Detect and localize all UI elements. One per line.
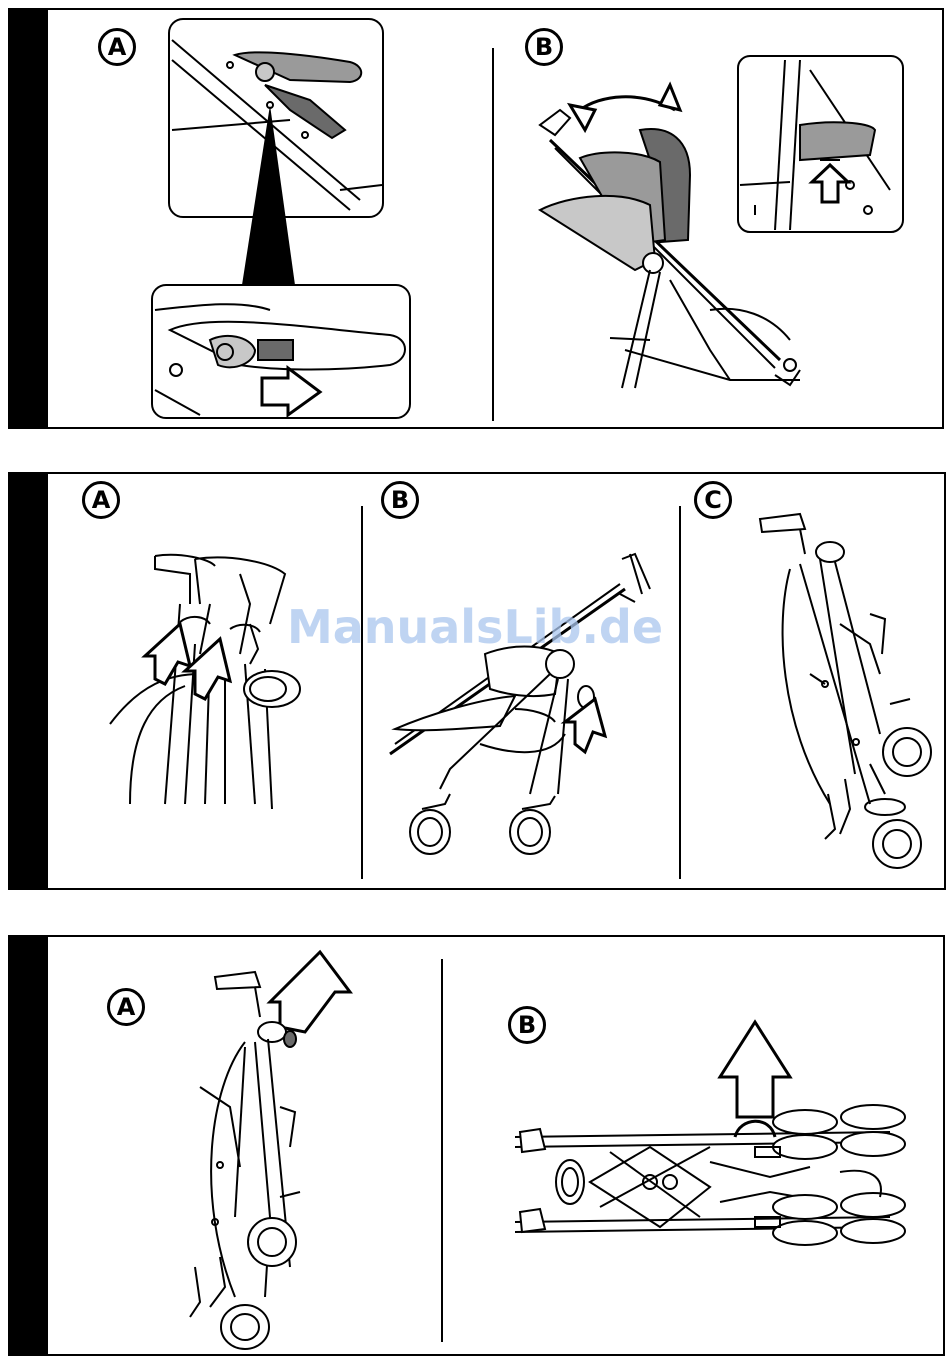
instruction-panel-2: A B C	[8, 472, 946, 890]
inset-backrest-release	[738, 56, 903, 232]
step-badge-a: A	[82, 481, 120, 519]
step-badge-c: C	[694, 481, 732, 519]
folded-stroller-side	[760, 514, 931, 868]
step-badge-a: A	[98, 28, 136, 66]
step-badge-b: B	[508, 1006, 546, 1044]
step-badge-b: B	[525, 28, 563, 66]
instruction-panel-1: A B	[8, 8, 944, 429]
folding-stroller	[390, 554, 650, 854]
step-badge-b: B	[381, 481, 419, 519]
panel-2-illustration	[10, 474, 948, 892]
handle-release-closeup	[110, 555, 300, 809]
step-badge-a: A	[107, 988, 145, 1026]
panel-3-illustration	[10, 937, 947, 1358]
folded-stroller-lift	[190, 952, 350, 1349]
inset-slide-button	[152, 285, 410, 418]
panel-1-illustration	[10, 10, 946, 431]
folded-stroller-carry	[515, 1022, 905, 1245]
instruction-panel-3: A B	[8, 935, 945, 1356]
